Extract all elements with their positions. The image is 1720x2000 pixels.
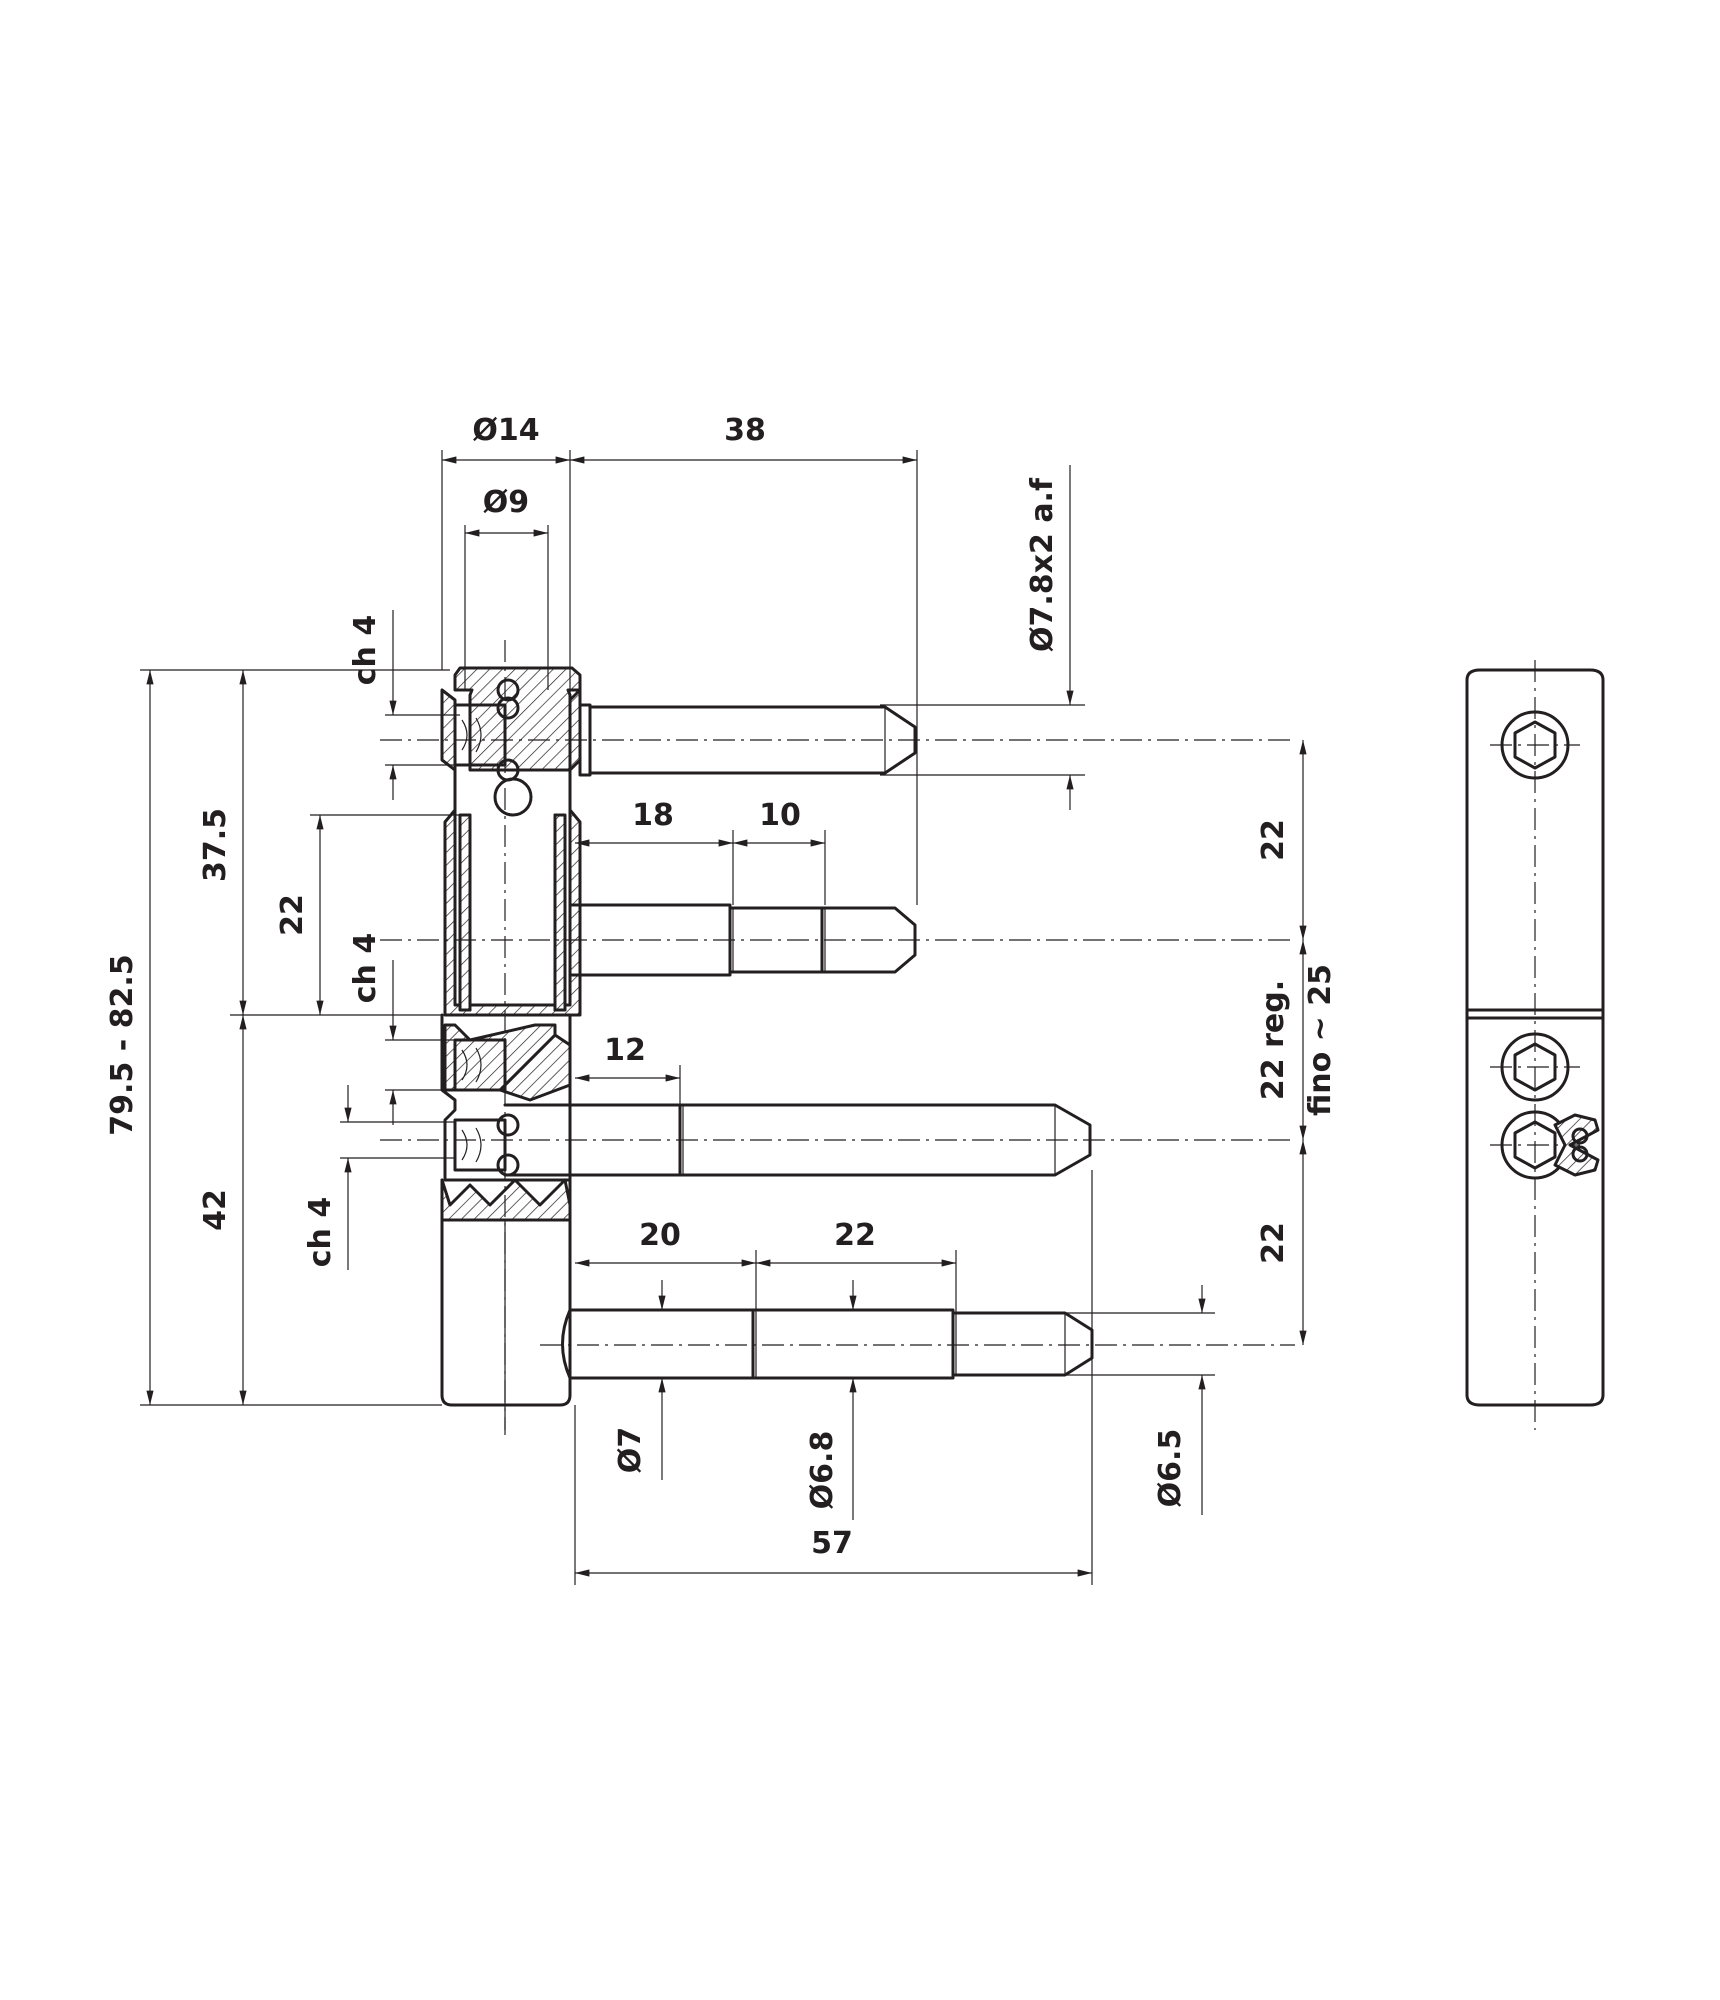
- dim-length-20: 20: [639, 1218, 681, 1253]
- top-pin: [578, 703, 917, 777]
- dim-length-18: 18: [632, 798, 674, 833]
- grub-screw-icon: [1500, 1110, 1600, 1180]
- hex-socket-icon: [1500, 1032, 1570, 1102]
- dimension-labels: Ø14 38 Ø9 Ø7.8x2 a.f ch 4 18 10 37.5 22 …: [105, 413, 1338, 1561]
- dim-diameter-9: Ø9: [483, 485, 529, 520]
- dim-length-38: 38: [724, 413, 766, 448]
- ball-bearing-icon: [493, 777, 533, 817]
- dim-hex-af: Ø7.8x2 a.f: [1025, 477, 1060, 652]
- bottom-barrel: [440, 1178, 572, 1435]
- dim-right-22-top: 22: [1256, 819, 1291, 861]
- middle-barrel: [440, 1013, 572, 1182]
- center-lines: [380, 640, 1295, 1430]
- dim-length-57: 57: [811, 1526, 853, 1561]
- top-barrel: [440, 666, 582, 1017]
- dimension-lines: [140, 450, 1307, 1585]
- dim-ch4-bottom: ch 4: [303, 1197, 338, 1267]
- dim-height-22-inner: 22: [275, 894, 310, 936]
- dim-length-10: 10: [759, 798, 801, 833]
- side-view: [1465, 660, 1605, 1430]
- dim-right-22-reg: 22 reg.: [1256, 980, 1291, 1100]
- dim-diameter-14: Ø14: [472, 413, 539, 448]
- dim-length-12: 12: [604, 1033, 646, 1068]
- dim-diameter-7: Ø7: [613, 1427, 648, 1473]
- dim-fino-25: fino ~ 25: [1303, 964, 1338, 1116]
- front-view: Ø14 38 Ø9 Ø7.8x2 a.f ch 4 18 10 37.5 22 …: [105, 413, 1338, 1585]
- dim-height-42: 42: [198, 1189, 233, 1231]
- dim-ch4-mid: ch 4: [348, 933, 383, 1003]
- bottom-pin: [561, 1308, 1094, 1380]
- dim-right-22-bottom: 22: [1256, 1222, 1291, 1264]
- dim-diameter-6-5: Ø6.5: [1153, 1429, 1188, 1508]
- dim-height-37-5: 37.5: [198, 808, 233, 882]
- hex-socket-icon: [1500, 710, 1570, 780]
- dim-ch4-top: ch 4: [348, 615, 383, 685]
- dim-length-22-bottom: 22: [834, 1218, 876, 1253]
- dim-height-79-82: 79.5 - 82.5: [105, 954, 140, 1135]
- dim-diameter-6-8: Ø6.8: [805, 1431, 840, 1510]
